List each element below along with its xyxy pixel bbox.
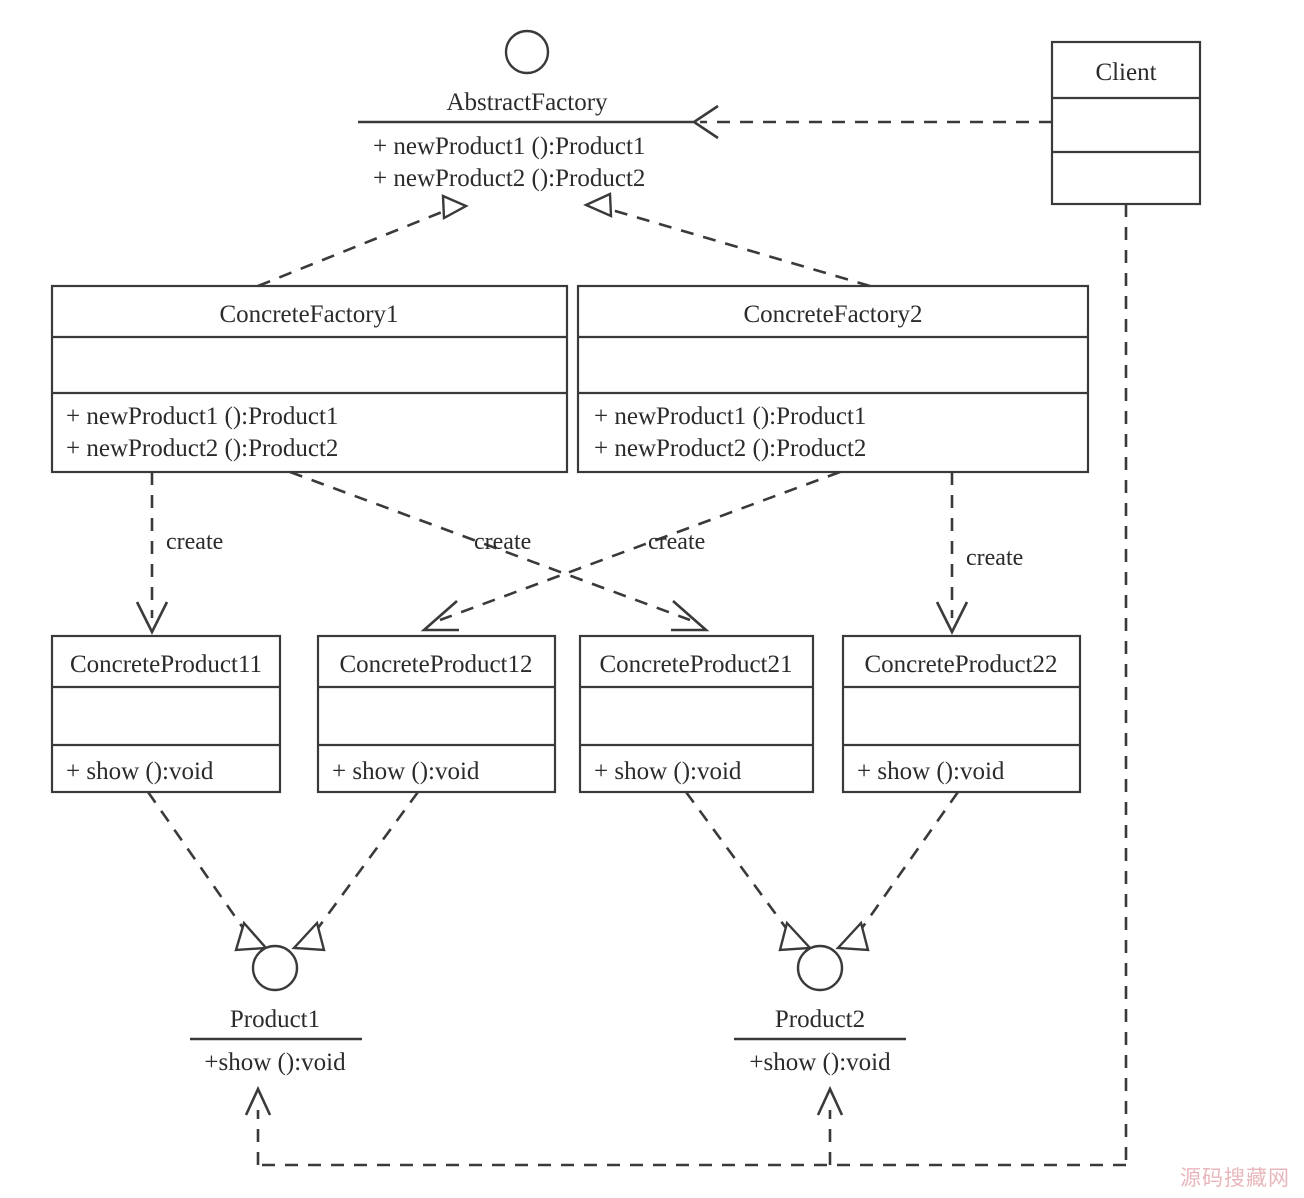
concrete-product-21-box[interactable]: ConcreteProduct21 + show ():void <box>578 634 815 794</box>
edge-concreteproduct12-realizes-product1 <box>291 791 420 952</box>
product2-name: Product2 <box>775 1006 865 1033</box>
concrete-product-22-method-1: + show ():void <box>857 758 1005 785</box>
concrete-product-11-name: ConcreteProduct11 <box>70 651 262 678</box>
concrete-factory-1-box[interactable]: ConcreteFactory1 + newProduct1 ():Produc… <box>50 284 569 474</box>
concrete-product-21-method-1: + show ():void <box>594 758 742 785</box>
edge-concretefactory1-realizes-abstractfactory <box>257 194 469 288</box>
edge-concreteproduct21-realizes-product2 <box>684 791 813 952</box>
edge-concreteproduct11-realizes-product1 <box>146 791 269 952</box>
product1-name: Product1 <box>230 1006 320 1033</box>
concrete-product-11-outline <box>50 634 282 794</box>
concrete-product-11-method-1: + show ():void <box>66 758 214 785</box>
concrete-factory-1-name: ConcreteFactory1 <box>219 301 398 328</box>
edge-concretefactory2-realizes-abstractfactory <box>583 192 871 288</box>
create-2-dashed-line <box>289 470 691 622</box>
abstract-factory-method-1: + newProduct1 ():Product1 <box>373 133 645 160</box>
create-label-3: create <box>648 529 705 555</box>
watermark-text: 源码搜藏网 <box>1180 1166 1290 1190</box>
concrete-factory-2-outline <box>576 284 1090 474</box>
create-label-1: create <box>166 529 223 555</box>
create-label-2: create <box>474 529 531 555</box>
concrete-factory-2-box[interactable]: ConcreteFactory2 + newProduct1 ():Produc… <box>576 284 1090 474</box>
product1-method-1: +show ():void <box>204 1049 346 1076</box>
cp22-realization-dashed-line <box>860 791 960 929</box>
concrete-product-12-box[interactable]: ConcreteProduct12 + show ():void <box>316 634 557 794</box>
product2-method-1: +show ():void <box>749 1049 891 1076</box>
concrete-factory-1-outline <box>50 284 569 474</box>
cf1-realization-dashed-line <box>257 210 443 288</box>
hollow-triangle-arrowhead-icon <box>441 194 469 220</box>
edge-client-to-products-dependency <box>244 204 1128 1167</box>
concrete-product-22-name: ConcreteProduct22 <box>864 651 1057 678</box>
open-arrowhead-icon <box>935 601 969 635</box>
edge-create-concreteproduct22: create <box>935 472 1023 635</box>
concrete-factory-1-method-2: + newProduct2 ():Product2 <box>66 435 338 462</box>
concrete-product-21-name: ConcreteProduct21 <box>599 651 792 678</box>
concrete-product-12-name: ConcreteProduct12 <box>339 651 532 678</box>
product2-interface[interactable]: Product2 +show ():void <box>734 944 906 1076</box>
open-arrowhead-icon <box>691 104 719 140</box>
concrete-product-21-outline <box>578 634 815 794</box>
hollow-triangle-arrowhead-icon <box>291 920 326 952</box>
client-class-name: Client <box>1095 59 1156 86</box>
open-arrowhead-icon <box>420 600 459 632</box>
concrete-product-11-box[interactable]: ConcreteProduct11 + show ():void <box>50 634 282 794</box>
hollow-triangle-arrowhead-icon <box>835 920 870 952</box>
interface-circle-icon <box>251 944 299 992</box>
concrete-factory-1-method-1: + newProduct1 ():Product1 <box>66 403 338 430</box>
create-label-4: create <box>966 545 1023 571</box>
cp21-realization-dashed-line <box>684 791 788 929</box>
hollow-triangle-arrowhead-icon <box>234 920 269 952</box>
cp12-realization-dashed-line <box>316 791 420 929</box>
hollow-triangle-arrowhead-icon <box>583 192 613 218</box>
client-class-box[interactable]: Client <box>1050 40 1202 206</box>
edge-client-to-abstractfactory <box>691 104 1052 140</box>
open-arrowhead-icon <box>671 600 710 632</box>
abstract-factory-interface[interactable]: AbstractFactory + newProduct1 ():Product… <box>358 29 693 192</box>
cp11-realization-dashed-line <box>146 791 245 929</box>
hollow-triangle-arrowhead-icon <box>778 920 813 952</box>
open-arrowhead-icon <box>244 1085 272 1116</box>
concrete-factory-2-name: ConcreteFactory2 <box>743 301 922 328</box>
edge-concreteproduct22-realizes-product2 <box>835 791 960 952</box>
create-3-dashed-line <box>439 470 841 622</box>
interface-circle-icon <box>796 944 844 992</box>
edge-create-concreteproduct12: create <box>420 470 841 632</box>
concrete-factory-2-method-2: + newProduct2 ():Product2 <box>594 435 866 462</box>
concrete-product-22-box[interactable]: ConcreteProduct22 + show ():void <box>841 634 1082 794</box>
concrete-product-22-outline <box>841 634 1082 794</box>
product1-interface[interactable]: Product1 +show ():void <box>190 944 362 1076</box>
concrete-product-12-outline <box>316 634 557 794</box>
edge-create-concreteproduct21: create <box>289 470 710 632</box>
open-arrowhead-icon <box>135 601 169 635</box>
open-arrowhead-icon <box>816 1085 844 1116</box>
abstract-factory-method-2: + newProduct2 ():Product2 <box>373 165 645 192</box>
concrete-product-12-method-1: + show ():void <box>332 758 480 785</box>
interface-circle-icon <box>504 29 550 75</box>
edge-create-concreteproduct11: create <box>135 472 223 635</box>
concrete-factory-2-method-1: + newProduct1 ():Product1 <box>594 403 866 430</box>
abstract-factory-name: AbstractFactory <box>446 89 608 116</box>
cf2-realization-dashed-line <box>611 208 871 288</box>
